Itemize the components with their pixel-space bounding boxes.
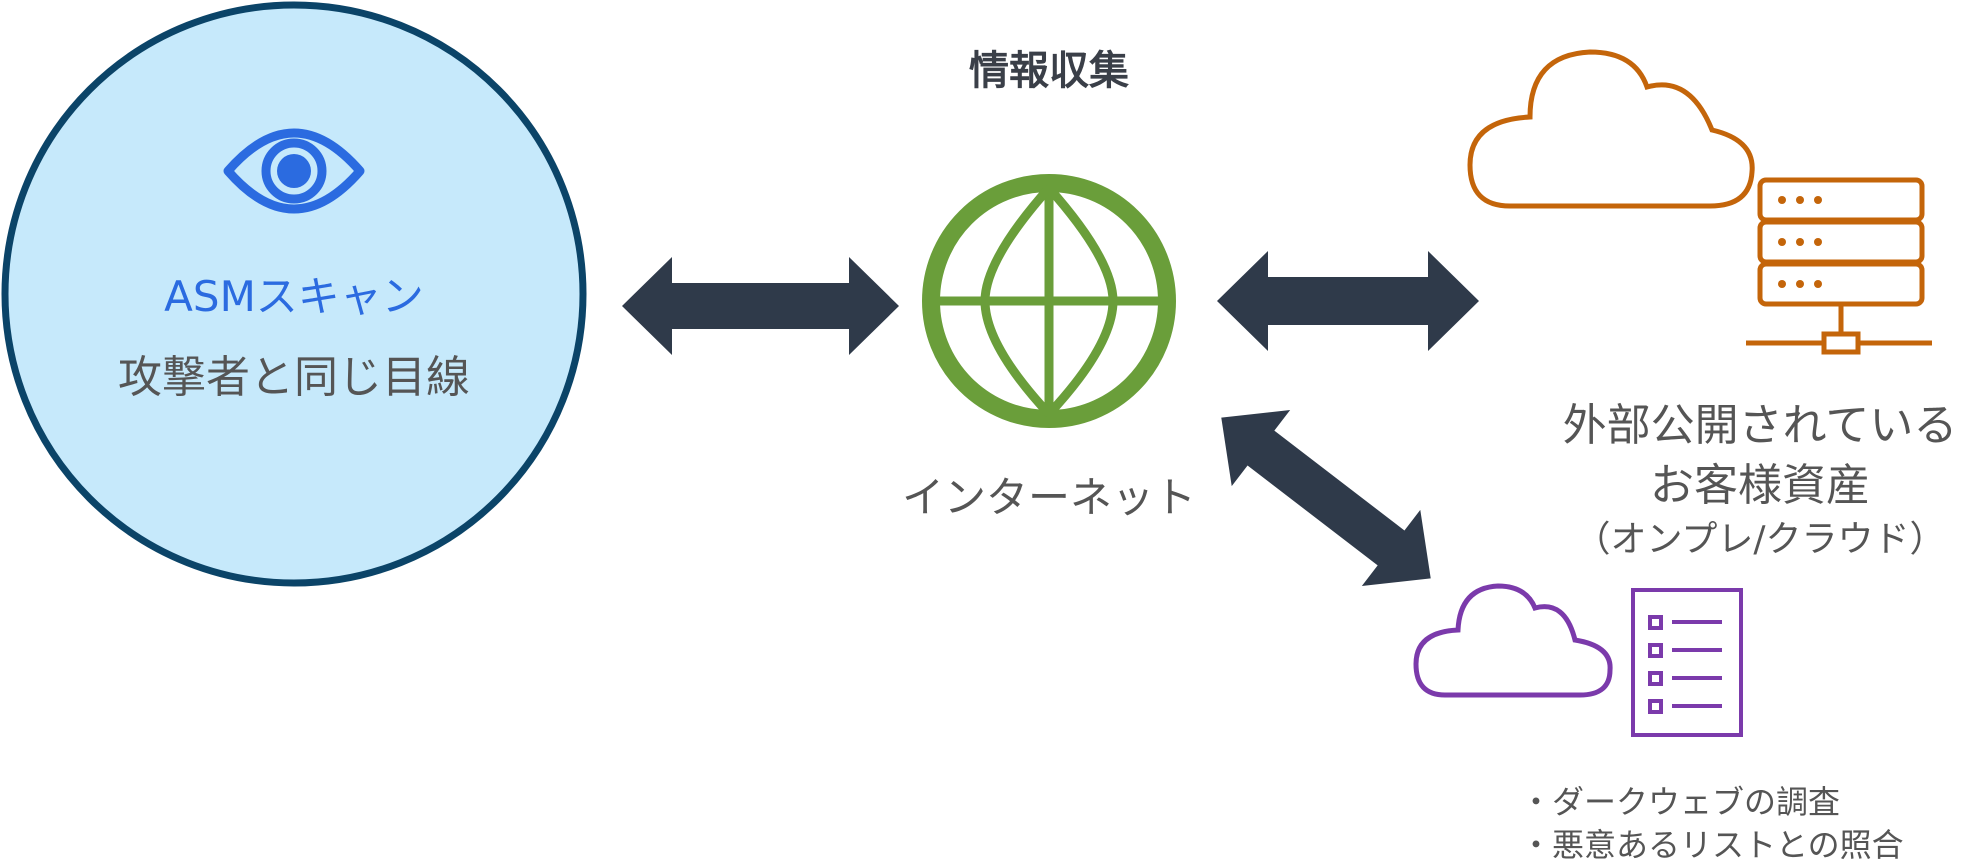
intel-item: ・悪意あるリストとの照合 [1520, 826, 1904, 861]
internet-intel-arrow [1221, 410, 1431, 586]
center-heading: 情報収集 [969, 48, 1129, 94]
scanner-internet-arrow [622, 257, 899, 355]
list-document-icon [1631, 588, 1743, 737]
scanner-title: ASMスキャン [164, 272, 424, 321]
scanner-circle [1, 1, 587, 587]
cloud-icon [1467, 49, 1755, 209]
assets-line2: お客様資産 [1650, 460, 1870, 511]
server-icon [1746, 177, 1932, 355]
internet-assets-arrow [1217, 251, 1479, 351]
globe-icon [922, 174, 1176, 428]
eye-icon [223, 128, 365, 214]
scanner-subtitle: 攻撃者と同じ目線 [118, 352, 470, 403]
intel-item: ・ダークウェブの調査 [1520, 783, 1840, 821]
assets-line3: （オンプレ/クラウド） [1574, 519, 1945, 560]
internet-label: インターネット [902, 473, 1196, 522]
cloud-icon [1413, 583, 1613, 698]
assets-line1: 外部公開されている [1563, 400, 1958, 451]
